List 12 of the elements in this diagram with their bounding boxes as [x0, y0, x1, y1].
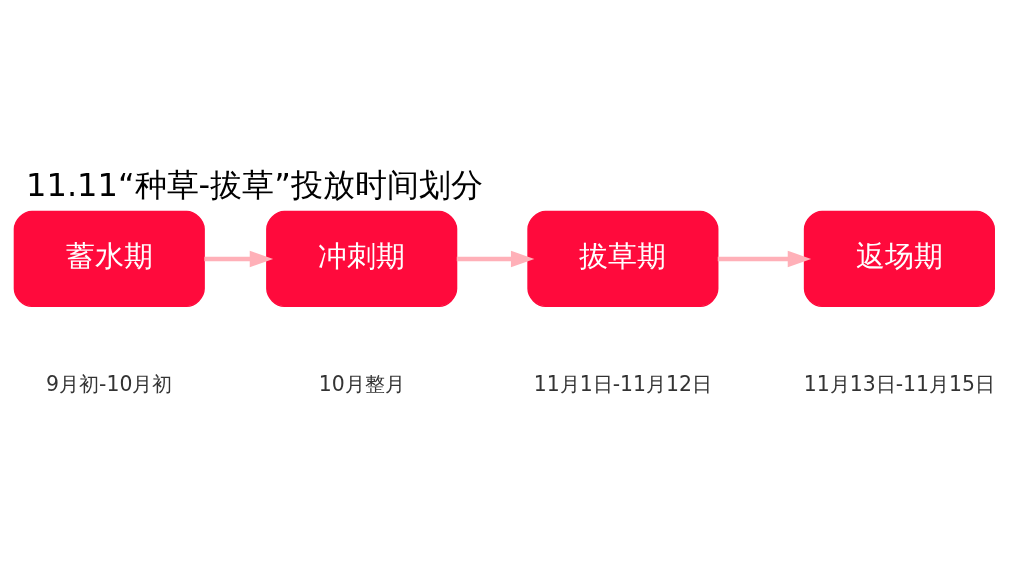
node-box: 冲刺期	[266, 210, 458, 307]
arrow	[204, 250, 274, 267]
node-box: 拔草期	[527, 210, 719, 307]
node-label: 9月初-10月初	[46, 371, 173, 396]
node-box: 蓄水期	[13, 210, 205, 307]
node-label: 11月13日-11月15日	[803, 371, 996, 396]
node-label: 10月整月	[318, 371, 405, 396]
node-box: 返场期	[803, 210, 995, 307]
arrow	[717, 250, 812, 267]
arrow	[456, 250, 535, 267]
node-label: 11月1日-11月12日	[533, 371, 713, 396]
diagram-title: 11.11“种草-拔草”投放时间划分	[26, 165, 483, 204]
